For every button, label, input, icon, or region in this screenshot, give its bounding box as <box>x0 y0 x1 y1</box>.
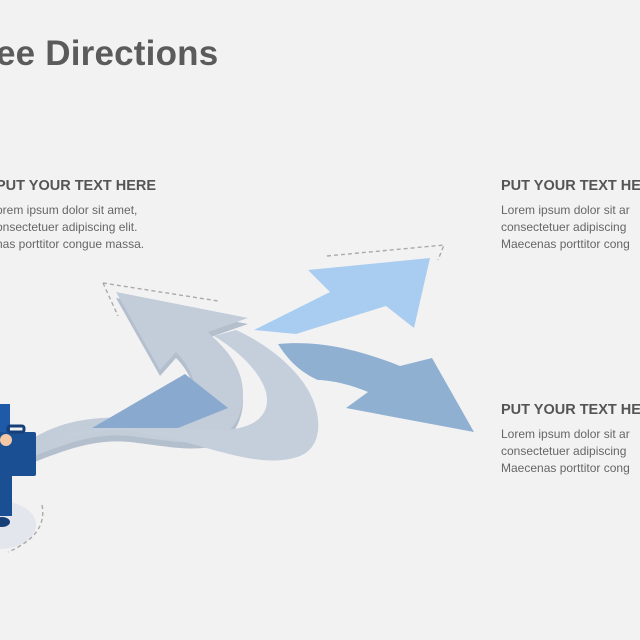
briefcase-handle <box>6 424 26 434</box>
text-block-right-bottom: PUT YOUR TEXT HER Lorem ipsum dolor sit … <box>501 402 640 477</box>
figure-leg <box>0 476 12 516</box>
text-block-right-top: PUT YOUR TEXT HER Lorem ipsum dolor sit … <box>501 178 640 253</box>
page-title: ee Directions <box>0 34 219 73</box>
text-block-line: consectetuer adipiscing <box>501 444 627 458</box>
text-block-line: Maecenas porttitor cong <box>501 461 630 475</box>
text-block-line: nas porttitor congue massa. <box>0 237 145 251</box>
dashed-guide-top <box>326 244 446 261</box>
text-block-heading: PUT YOUR TEXT HER <box>501 402 640 418</box>
text-block-left: PUT YOUR TEXT HERE orem ipsum dolor sit … <box>0 178 156 253</box>
dashed-guide-base <box>7 504 44 553</box>
text-block-line: Lorem ipsum dolor sit ar <box>501 427 630 441</box>
main-arrow-body <box>20 330 319 461</box>
businessman-figure <box>0 404 36 527</box>
figure-torso <box>0 404 10 444</box>
arrow-left-piece <box>92 374 228 428</box>
figure-hand <box>0 434 12 446</box>
figure-shoe <box>0 517 10 527</box>
text-block-line: onsectetuer adipiscing elit. <box>0 220 138 234</box>
arrow-down-right <box>278 343 474 432</box>
text-block-line: consectetuer adipiscing <box>501 220 627 234</box>
arrow-up-right <box>254 258 430 334</box>
text-block-heading: PUT YOUR TEXT HERE <box>0 178 157 194</box>
text-block-line: Lorem ipsum dolor sit ar <box>501 203 630 217</box>
dashed-guide-left <box>102 282 119 317</box>
text-block-line: orem ipsum dolor sit amet, <box>0 203 138 217</box>
text-block-line: Maecenas porttitor cong <box>501 237 630 251</box>
dashed-guide-main <box>102 282 219 302</box>
text-block-heading: PUT YOUR TEXT HER <box>501 178 640 194</box>
